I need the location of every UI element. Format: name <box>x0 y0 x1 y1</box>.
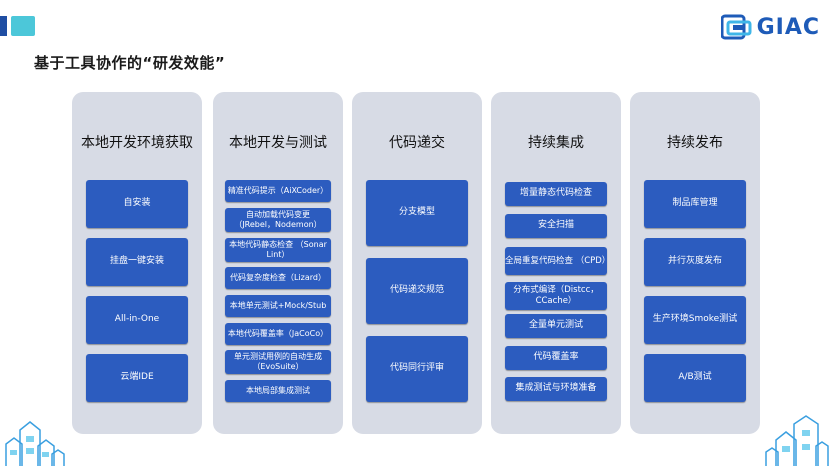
box-label: A/B测试 <box>678 372 711 383</box>
box-label: 本地局部集成测试 <box>246 386 310 396</box>
process-box: 制品库管理 <box>644 180 746 228</box>
box-label: 分支模型 <box>399 207 435 218</box>
process-box: 全局重复代码检查 （CPD） <box>505 247 607 275</box>
box-label: 安全扫描 <box>538 220 574 231</box>
process-box: 自动加载代码变更 （JRebel，Nodemon） <box>225 208 331 232</box>
process-box: 代码复杂度检查（Lizard） <box>225 267 331 289</box>
box-label: 本地代码覆盖率（JaCoCo） <box>228 329 328 339</box>
process-box: 并行灰度发布 <box>644 238 746 286</box>
process-box: 代码同行评审 <box>366 336 468 402</box>
process-box: 本地局部集成测试 <box>225 380 331 402</box>
process-box: 安全扫描 <box>505 214 607 238</box>
giac-logo: GIAC <box>721 14 820 40</box>
process-box: 分支模型 <box>366 180 468 246</box>
process-box: 单元测试用例的自动生成 （EvoSuite） <box>225 350 331 374</box>
process-box: A/B测试 <box>644 354 746 402</box>
box-label: 自安装 <box>123 198 150 209</box>
box-label: 自动加载代码变更 （JRebel，Nodemon） <box>225 210 331 230</box>
process-box: 分布式编译（Distcc，CCache） <box>505 282 607 310</box>
box-label: 云端IDE <box>120 372 153 383</box>
process-box: 精准代码提示（AiXCoder） <box>225 180 331 202</box>
box-label: 本地单元测试+Mock/Stub <box>230 301 327 311</box>
box-label: 分布式编译（Distcc，CCache） <box>505 285 607 306</box>
city-building-decoration-left <box>0 406 72 466</box>
column-title: 持续发布 <box>630 132 760 152</box>
box-label: 代码复杂度检查（Lizard） <box>230 273 326 283</box>
column-continuous-release: 持续发布 制品库管理 并行灰度发布 生产环境Smoke测试 A/B测试 <box>630 92 760 434</box>
process-box: 本地代码静态检查 （Sonar Lint） <box>225 238 331 262</box>
column-title: 本地开发与测试 <box>213 132 343 152</box>
column-code-commit: 代码递交 分支模型 代码递交规范 代码同行评审 <box>352 92 482 434</box>
box-label: 精准代码提示（AiXCoder） <box>228 186 328 196</box>
process-box: 增量静态代码检查 <box>505 182 607 206</box>
box-label: 全局重复代码检查 （CPD） <box>505 256 607 267</box>
box-label: 全量单元测试 <box>529 320 583 331</box>
box-label: 代码同行评审 <box>390 363 444 374</box>
process-box: 本地单元测试+Mock/Stub <box>225 295 331 317</box>
column-local-dev-test: 本地开发与测试 精准代码提示（AiXCoder） 自动加载代码变更 （JRebe… <box>213 92 343 434</box>
box-label: 代码覆盖率 <box>533 352 578 363</box>
header-accent-bar-dark <box>0 16 7 36</box>
process-box: 本地代码覆盖率（JaCoCo） <box>225 323 331 345</box>
box-label: 并行灰度发布 <box>668 256 722 267</box>
column-env-setup: 本地开发环境获取 自安装 挂盘一键安装 All-in-One 云端IDE <box>72 92 202 434</box>
box-label: 集成测试与环境准备 <box>515 383 596 394</box>
box-label: 增量静态代码检查 <box>520 188 592 199</box>
process-box: 代码递交规范 <box>366 258 468 324</box>
box-label: 生产环境Smoke测试 <box>653 314 737 325</box>
box-label: 本地代码静态检查 （Sonar Lint） <box>225 240 331 260</box>
box-label: 制品库管理 <box>672 198 717 209</box>
column-continuous-integration: 持续集成 增量静态代码检查 安全扫描 全局重复代码检查 （CPD） 分布式编译（… <box>491 92 621 434</box>
box-label: All-in-One <box>115 314 159 325</box>
page-title: 基于工具协作的“研发效能” <box>34 52 225 73</box>
column-title: 本地开发环境获取 <box>72 132 202 152</box>
process-box: 云端IDE <box>86 354 188 402</box>
box-label: 代码递交规范 <box>390 285 444 296</box>
process-box: 生产环境Smoke测试 <box>644 296 746 344</box>
process-box: 全量单元测试 <box>505 314 607 338</box>
process-box: 挂盘一键安装 <box>86 238 188 286</box>
column-title: 持续集成 <box>491 132 621 152</box>
giac-logo-icon <box>721 14 753 40</box>
process-box: All-in-One <box>86 296 188 344</box>
box-label: 挂盘一键安装 <box>110 256 164 267</box>
process-box: 代码覆盖率 <box>505 346 607 370</box>
logo-text: GIAC <box>757 15 820 40</box>
box-label: 单元测试用例的自动生成 （EvoSuite） <box>225 352 331 372</box>
process-box: 自安装 <box>86 180 188 228</box>
process-box: 集成测试与环境准备 <box>505 377 607 401</box>
column-title: 代码递交 <box>352 132 482 152</box>
header-accent-bar-light <box>11 16 35 36</box>
city-building-decoration-right <box>758 406 830 466</box>
